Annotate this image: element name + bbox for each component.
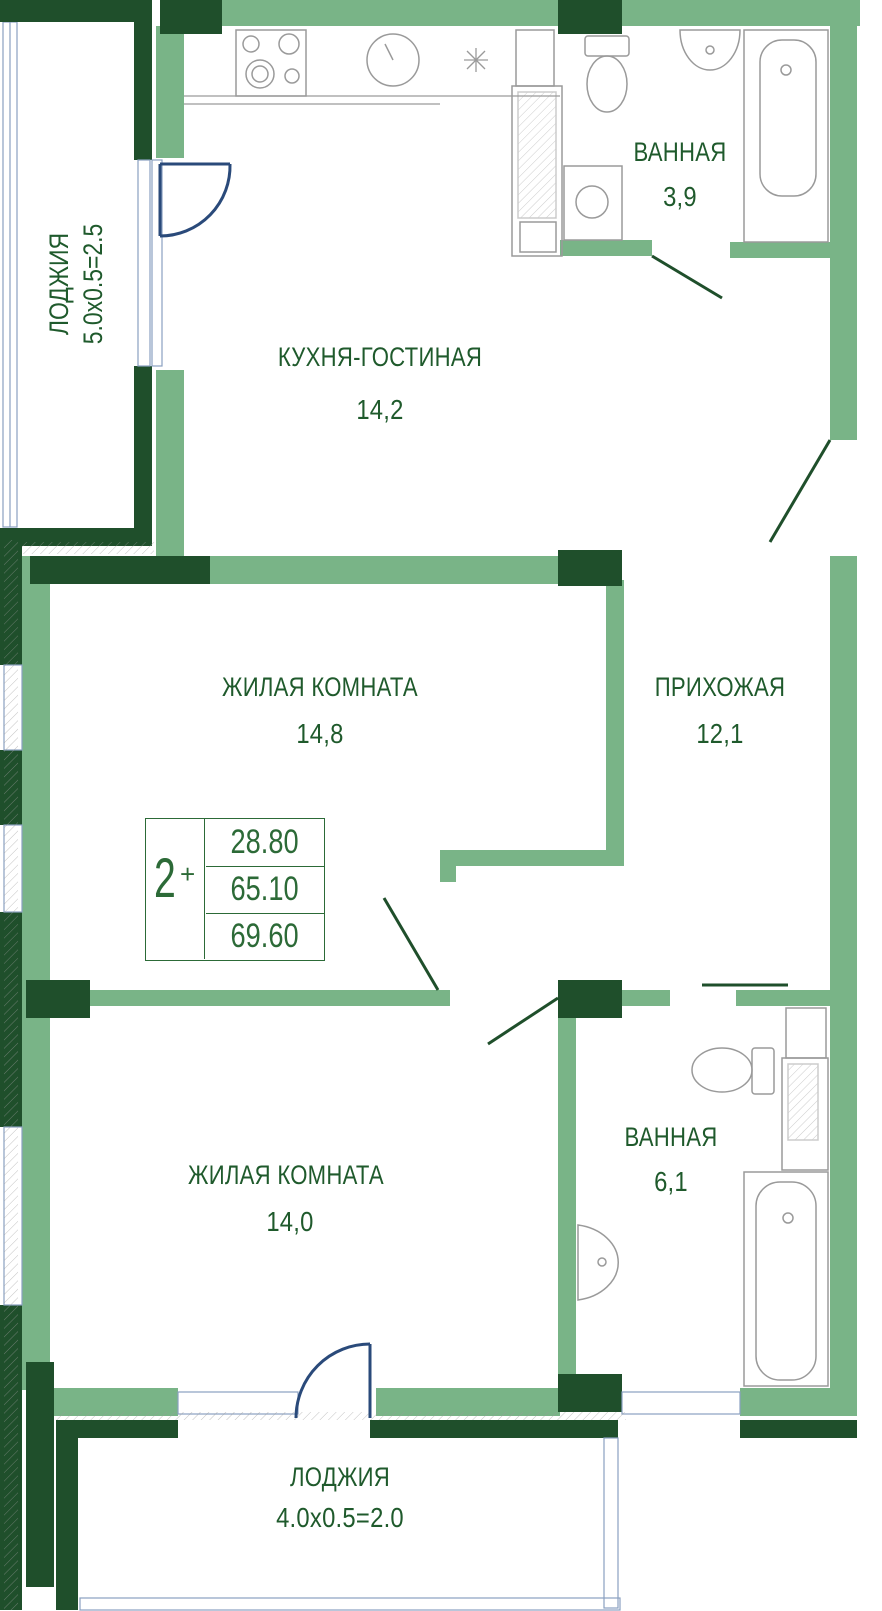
- bathtub-icon: [743, 1171, 829, 1387]
- kitchen-area: 14,2: [356, 394, 404, 425]
- toilet-icon: [691, 1047, 775, 1095]
- dark-block: [160, 0, 222, 34]
- loggia-top-size: 5.0х0.5=2.5: [78, 223, 108, 345]
- dark-block: [558, 0, 622, 34]
- loggia-top-outer-wall: [0, 0, 150, 22]
- bedroom1-right-stub: [440, 850, 624, 866]
- right-wall-upper: [830, 0, 857, 440]
- kitchen-counter: [184, 95, 560, 105]
- bath-top-name: ВАННАЯ: [633, 137, 727, 167]
- total-area-cell: 65.10: [206, 866, 324, 914]
- right-wall-lower: [830, 556, 857, 1391]
- bedroom1-right-wall: [606, 580, 624, 866]
- dark-block: [26, 980, 90, 1018]
- kitchen-left-wall: [156, 26, 184, 158]
- washbasin-icon: [679, 29, 741, 71]
- bottom-loggia-door: [294, 1342, 372, 1419]
- kitchen-window: [137, 159, 163, 367]
- kitchen-name: КУХНЯ-ГОСТИНАЯ: [277, 342, 483, 372]
- bedroom1-right-stub-2: [440, 850, 456, 882]
- toilet-icon: [584, 35, 630, 113]
- loggia-top-name: ЛОДЖИЯ: [44, 232, 74, 336]
- living-2-name: ЖИЛАЯ КОМНАТА: [188, 1160, 384, 1190]
- washbasin-icon: [577, 1224, 619, 1301]
- room-count: 2: [154, 846, 176, 909]
- bath-bottom-area: 6,1: [654, 1166, 688, 1197]
- loggia-top-wall-right-2: [134, 366, 152, 544]
- dark-block: [30, 556, 210, 584]
- loggia-top-wall-right: [134, 0, 152, 160]
- dark-block: [558, 980, 622, 1018]
- loggia-bottom-name: ЛОДЖИЯ: [289, 1462, 391, 1492]
- hall-name: ПРИХОЖАЯ: [654, 672, 786, 702]
- dark-block: [558, 1374, 622, 1412]
- total-with-loggia-value: 69.60: [230, 917, 300, 955]
- living-1-name: ЖИЛАЯ КОМНАТА: [222, 672, 418, 702]
- bath2-left-wall: [558, 990, 576, 1390]
- bottom-wall-3: [740, 1388, 857, 1416]
- living-2-area: 14,0: [266, 1206, 314, 1237]
- room-count-cell: 2 +: [146, 819, 205, 959]
- living-1-area: 14,8: [296, 718, 344, 749]
- hatched-wall: [4, 540, 18, 1610]
- bedrooms-divider: [80, 990, 450, 1006]
- dark-block: [558, 550, 622, 586]
- hatched-wall: [56, 1412, 626, 1420]
- loggia-bottom-size: 4.0х0.5=2.0: [276, 1502, 404, 1533]
- dark-block: [56, 1420, 78, 1610]
- bottom-wall-2: [376, 1388, 560, 1416]
- bath1-bottom-wall-2: [730, 242, 830, 258]
- hatched-wall: [22, 542, 154, 554]
- room-count-plus: +: [180, 859, 196, 889]
- living-area-cell: 28.80: [206, 819, 324, 867]
- bath-bottom-name: ВАННАЯ: [624, 1122, 718, 1152]
- living-area-value: 28.80: [230, 823, 300, 861]
- utility-shaft: [781, 1007, 829, 1171]
- dark-block: [370, 1420, 618, 1438]
- utility-shaft: [511, 29, 563, 257]
- bath-top-area: 3,9: [663, 181, 697, 212]
- loggia-top-window: [2, 21, 18, 528]
- total-with-loggia-cell: 69.60: [206, 913, 324, 960]
- total-area-value: 65.10: [230, 870, 300, 908]
- fridge-icon: [464, 48, 488, 72]
- bath2-top-wall: [622, 990, 670, 1006]
- stove-icon: [235, 29, 307, 97]
- bath1-bottom-wall: [560, 240, 652, 256]
- apartment-summary: 2 + 28.80 65.10 69.60: [145, 818, 325, 961]
- dark-block: [740, 1420, 857, 1438]
- dark-block: [56, 1420, 178, 1438]
- bottom-wall: [50, 1388, 178, 1416]
- hall-area: 12,1: [696, 718, 744, 749]
- kitchen-loggia-door: [158, 162, 232, 238]
- dark-block: [26, 1362, 54, 1587]
- bathtub-icon: [743, 29, 829, 243]
- loggia-top-bottom-wall: [0, 528, 152, 546]
- bath2-top-wall-2: [736, 990, 830, 1006]
- sink-icon: [366, 33, 420, 87]
- washing-machine-icon: [563, 165, 623, 241]
- top-wall: [160, 0, 860, 26]
- interior-door-swings: [382, 254, 832, 1046]
- kitchen-left-wall-2: [156, 370, 184, 560]
